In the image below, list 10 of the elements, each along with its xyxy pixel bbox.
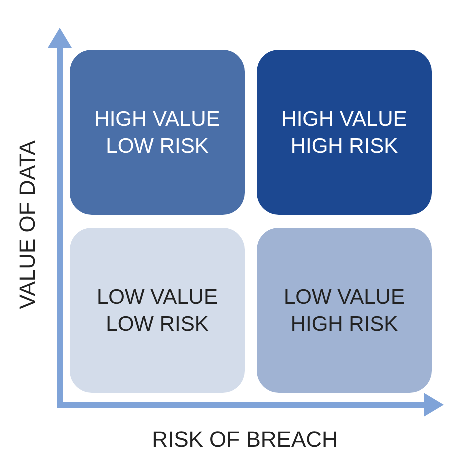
quadrant-label: LOW VALUE HIGH RISK bbox=[283, 284, 406, 338]
quadrant-box bbox=[257, 228, 432, 393]
quadrant-box bbox=[70, 228, 245, 393]
y-axis-title: VALUE OF DATA bbox=[15, 140, 41, 310]
quadrant-label: HIGH VALUE HIGH RISK bbox=[280, 106, 408, 160]
x-axis-title: RISK OF BREACH bbox=[152, 427, 338, 453]
quadrant-label: HIGH VALUE LOW RISK bbox=[94, 106, 222, 160]
quadrant-box bbox=[70, 50, 245, 215]
quadrant-label: LOW VALUE LOW RISK bbox=[96, 284, 219, 338]
quadrant-box bbox=[257, 50, 432, 215]
